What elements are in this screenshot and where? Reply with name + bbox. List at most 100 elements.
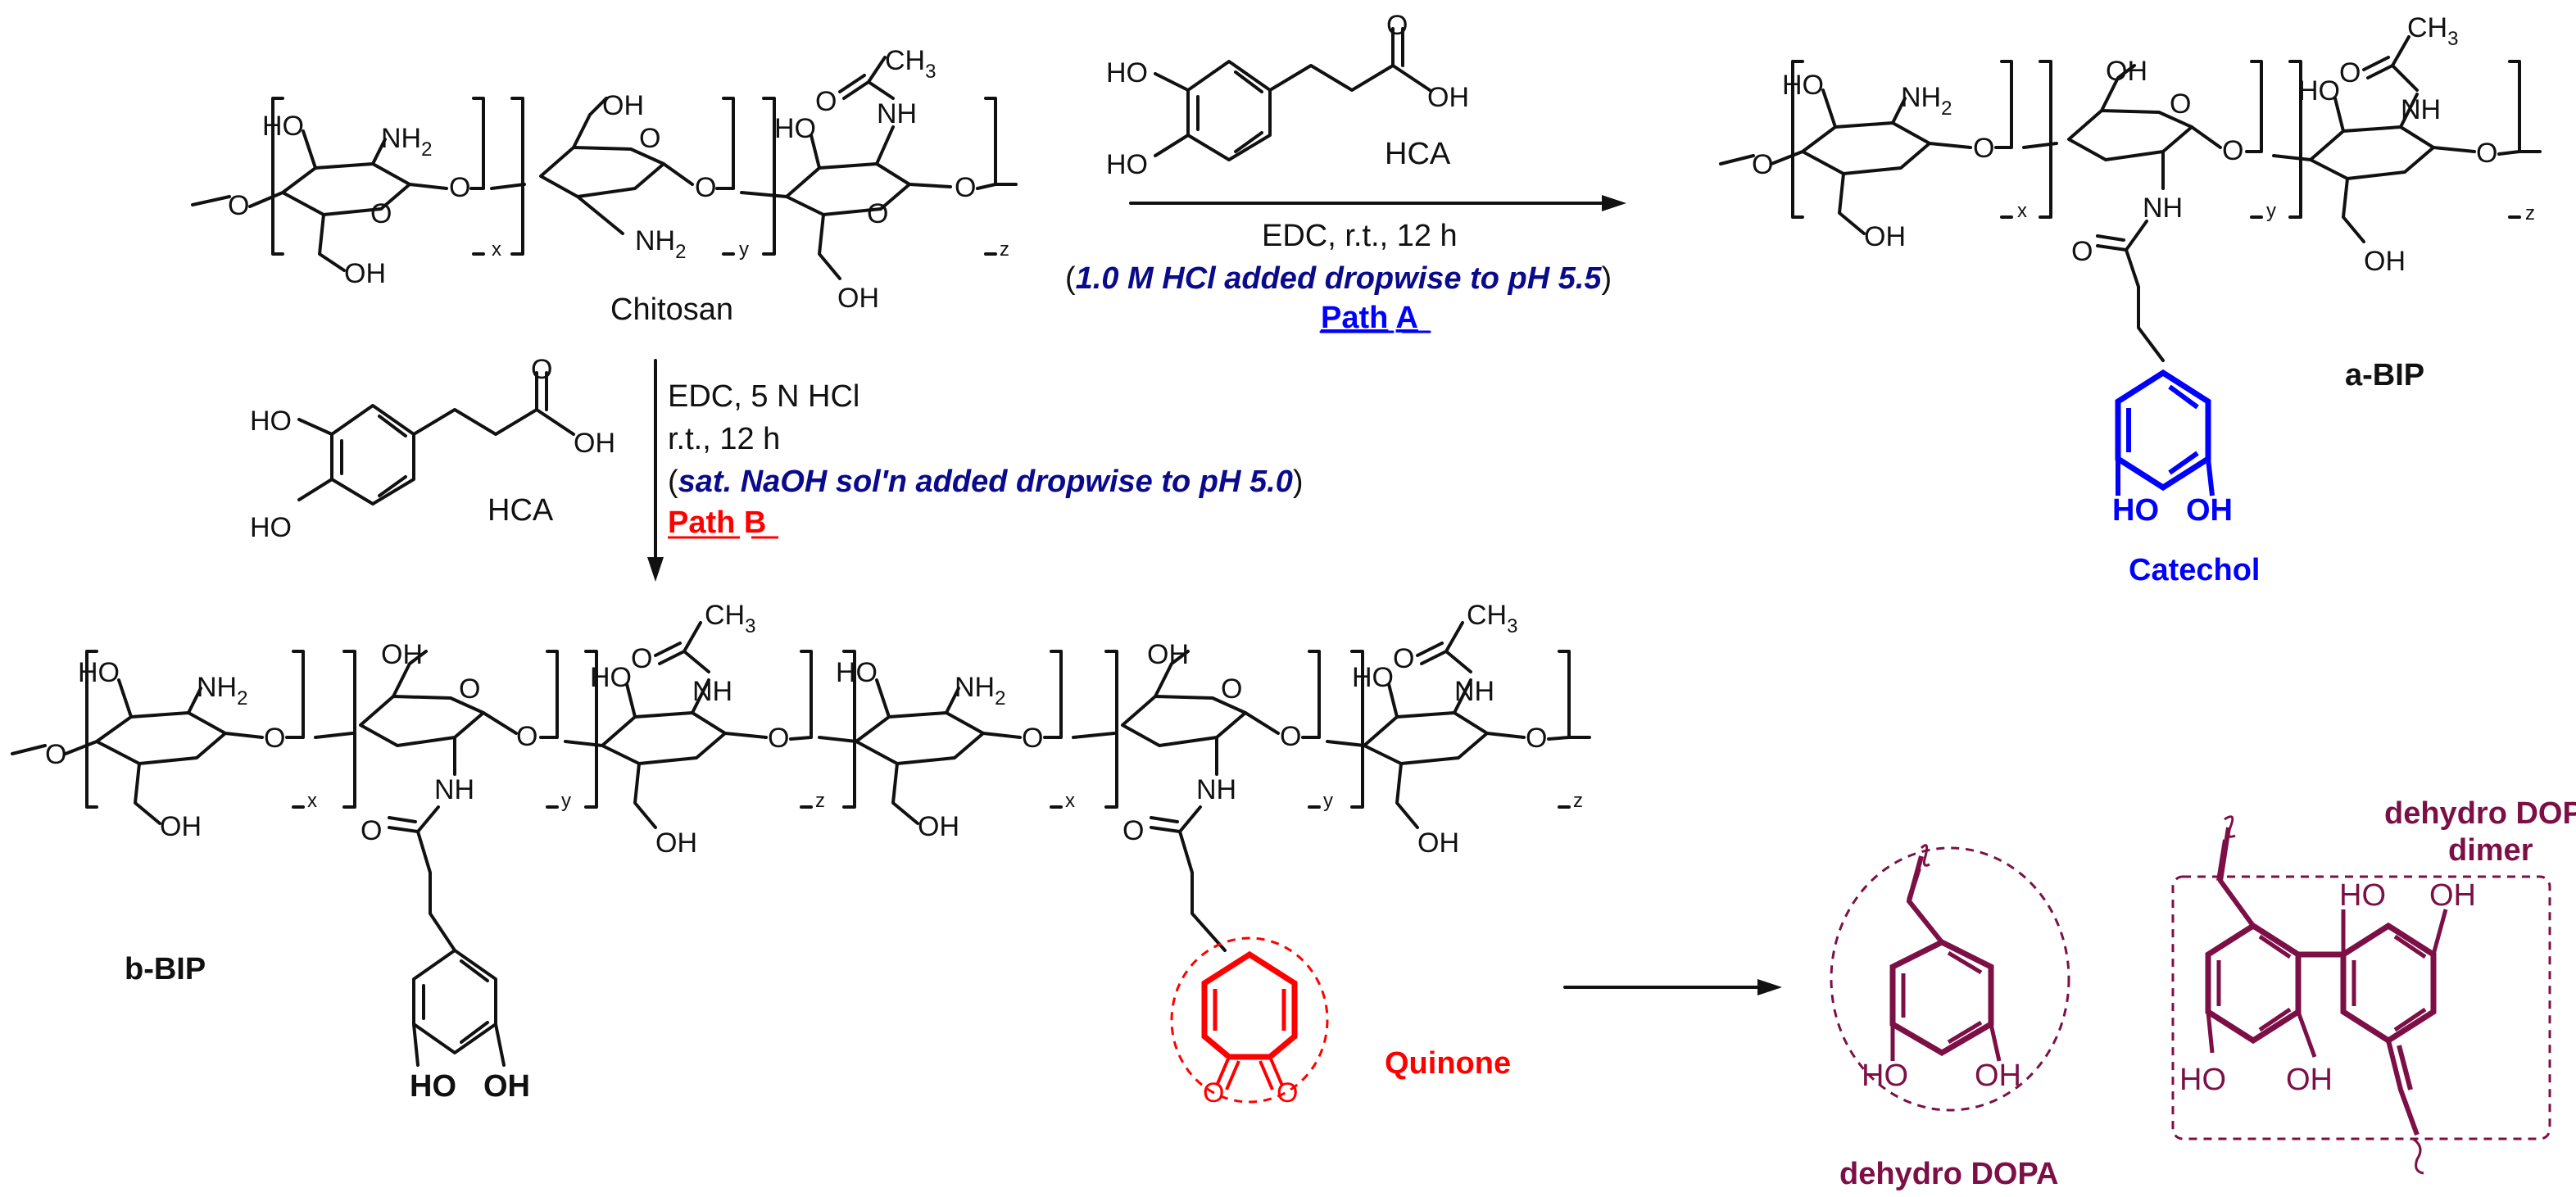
b-bip-structure: O HO NH2 OH O x OH O NH O O y <box>11 600 1591 1109</box>
abip-ch3: CH3 <box>2407 12 2458 50</box>
dopa-ho: HO <box>1862 1059 1908 1093</box>
path-b-conditions-3: (sat. NaOH sol'n added dropwise to pH 5.… <box>668 465 1303 499</box>
dehydro-dopa-structure <box>1830 844 2070 1112</box>
bbip-catechol-ho: HO <box>410 1069 456 1104</box>
bbip-nh-5: NH <box>1196 774 1236 805</box>
hca-top-structure: HO HO O OH <box>1106 10 1469 180</box>
quinone-o-2: O <box>1277 1077 1298 1109</box>
chitosan-link-o-1: O <box>449 172 470 203</box>
chitosan-oh-2: OH <box>602 90 644 121</box>
dimer-ho-2: HO <box>2179 1063 2226 1097</box>
abip-nh2-1: NH2 <box>1901 82 1952 120</box>
chitosan-link-o-3: O <box>955 172 976 203</box>
path-b-conditions-1: EDC, 5 N HCl <box>668 379 859 414</box>
abip-oh-2: OH <box>2106 56 2147 87</box>
bbip-end-o: O <box>45 739 66 770</box>
hca-top-carbonyl-o: O <box>1386 10 1408 41</box>
abip-oh-1: OH <box>1864 221 1906 252</box>
chitosan-ring-o-2: O <box>639 123 660 154</box>
bbip-ring-o-5: O <box>1221 673 1242 705</box>
arrowhead-path-b <box>647 557 664 582</box>
bbip-sub-z-2: z <box>1573 790 1583 812</box>
chitosan-ho-1: HO <box>262 111 304 142</box>
bbip-ch3-6: CH3 <box>1467 600 1517 637</box>
abip-amide-o: O <box>2071 236 2093 267</box>
bbip-amide-o: O <box>361 815 382 846</box>
chitosan-label: Chitosan <box>610 292 733 327</box>
bbip-sub-x-2: x <box>1065 790 1075 812</box>
bbip-link-o-4: O <box>1022 723 1043 754</box>
bbip-catechol-oh: OH <box>483 1069 530 1104</box>
chitosan-nh2-2: NH2 <box>635 225 686 263</box>
abip-oh-3: OH <box>2364 246 2406 277</box>
hca-top-oh: OH <box>1427 82 1469 113</box>
chitosan-sub-z: z <box>1000 238 1009 261</box>
dimer-ho-1: HO <box>2339 878 2386 913</box>
catechol-label: Catechol <box>2129 553 2260 587</box>
bbip-oh-3: OH <box>655 827 697 859</box>
quinone-label: Quinone <box>1385 1046 1511 1081</box>
dimer-oh-2: OH <box>2286 1063 2333 1097</box>
quinone-o-1: O <box>1203 1077 1224 1109</box>
bbip-ho-1: HO <box>78 657 120 688</box>
bbip-acetyl-o-6: O <box>1393 643 1414 674</box>
abip-ho-1: HO <box>1782 70 1824 101</box>
abip-link-o-2: O <box>2222 135 2243 166</box>
chitosan-ring-o-3: O <box>867 198 888 229</box>
path-a-conditions-2: (1.0 M HCl added dropwise to pH 5.5) <box>1065 261 1612 296</box>
bbip-link-o-5: O <box>1280 721 1301 752</box>
abip-end-o: O <box>1752 149 1773 180</box>
dehydro-dopa-dimer-structure <box>2171 815 2551 1175</box>
abip-catechol-ho: HO <box>2112 493 2159 528</box>
abip-catechol-oh: OH <box>2186 493 2233 528</box>
abip-sub-z: z <box>2525 202 2535 224</box>
chitosan-acetyl-o: O <box>815 86 837 117</box>
chitosan-ho-3: HO <box>774 113 816 144</box>
chitosan-end-o: O <box>228 190 249 221</box>
chitosan-oh-1: OH <box>344 258 386 289</box>
bbip-nh2-4: NH2 <box>955 672 1005 710</box>
bbip-sub-z-1: z <box>815 790 825 812</box>
bbip-ring-o-2: O <box>459 673 480 705</box>
chitosan-nh-3: NH <box>877 98 917 129</box>
abip-nh-3: NH <box>2401 94 2441 125</box>
dopa-oh: OH <box>1975 1059 2021 1093</box>
arrowhead-path-a <box>1602 195 1626 211</box>
bbip-link-o-6: O <box>1526 723 1547 754</box>
bbip-oh-2: OH <box>381 639 423 670</box>
hca-left-oh: OH <box>574 428 615 459</box>
abip-nh-2: NH <box>2143 193 2183 224</box>
abip-link-o-3: O <box>2476 138 2497 169</box>
path-b-conditions-2: r.t., 12 h <box>668 422 780 456</box>
bbip-sub-y-2: y <box>1323 790 1333 812</box>
bbip-nh-6: NH <box>1454 676 1494 707</box>
abip-sub-x: x <box>2017 200 2027 222</box>
chitosan-sub-x: x <box>492 238 501 261</box>
bbip-link-o-3: O <box>768 723 789 754</box>
a-bip-structure: O HO NH2 OH O x OH O NH O O y HO <box>1719 12 2542 496</box>
bbip-link-o-2: O <box>516 721 537 752</box>
hca-top-ho-2: HO <box>1106 149 1148 180</box>
chitosan-structure: O HO NH2 O OH O x OH O NH2 O y <box>191 45 1018 314</box>
arrowhead-oxidation <box>1757 979 1782 995</box>
path-a-label: Path A <box>1321 301 1418 335</box>
bbip-ho-4: HO <box>836 657 878 688</box>
abip-acetyl-o: O <box>2339 57 2361 88</box>
chitosan-oh-3: OH <box>837 283 879 314</box>
bbip-acetyl-o-1: O <box>631 643 652 674</box>
abip-sub-y: y <box>2266 200 2276 222</box>
hca-left-ho-1: HO <box>250 406 292 437</box>
bbip-nh-3: NH <box>692 676 732 707</box>
bbip-oh-1: OH <box>160 811 202 842</box>
bbip-nh-2: NH <box>434 774 474 805</box>
hca-left-structure: HO HO O OH <box>250 354 615 543</box>
bbip-oh-6: OH <box>1417 827 1459 859</box>
abip-ring-o-2: O <box>2170 88 2191 120</box>
bbip-nh2-1: NH2 <box>197 672 247 710</box>
abip-link-o-1: O <box>1973 133 1994 164</box>
chitosan-nh2-1: NH2 <box>381 123 432 161</box>
hca-top-label: HCA <box>1385 137 1451 171</box>
path-a-conditions-1: EDC, r.t., 12 h <box>1262 219 1458 253</box>
hca-left-carbonyl-o: O <box>531 354 552 385</box>
